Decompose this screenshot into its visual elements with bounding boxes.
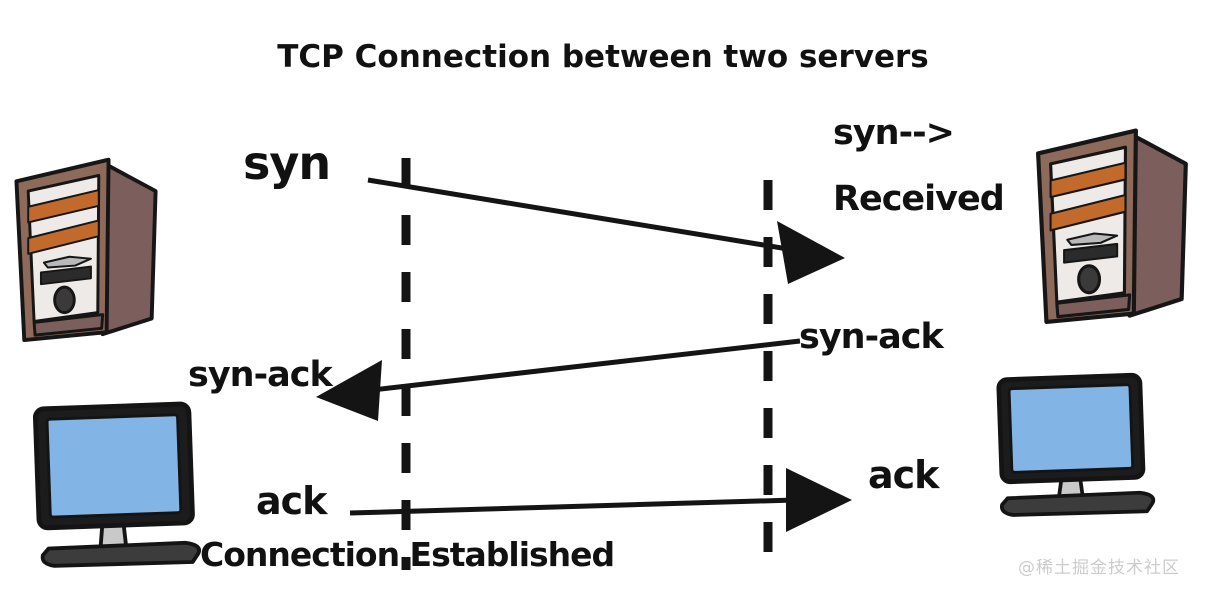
connection-established-label: Connection Established	[200, 535, 615, 574]
server-tower-icon	[14, 157, 158, 342]
syn-received-label-line2: Received	[833, 179, 1005, 219]
ack-received-label: ack	[868, 453, 939, 497]
syn-ack-received-label: syn-ack	[188, 355, 333, 395]
diagram-title: TCP Connection between two servers	[277, 39, 929, 75]
juejin-watermark: @稀土掘金技术社区	[1018, 558, 1180, 578]
ack-send-label: ack	[256, 479, 327, 523]
syn-ack-send-label: syn-ack	[799, 317, 944, 357]
ack-arrow	[349, 468, 852, 532]
syn-send-label: syn	[243, 136, 331, 190]
monitor-icon	[996, 372, 1156, 517]
syn-ack-arrow	[316, 338, 801, 421]
monitor-icon	[32, 401, 201, 568]
syn-arrow	[367, 177, 845, 284]
syn-received-label-line1: syn-->	[833, 113, 955, 153]
server-tower-icon	[1036, 128, 1188, 324]
